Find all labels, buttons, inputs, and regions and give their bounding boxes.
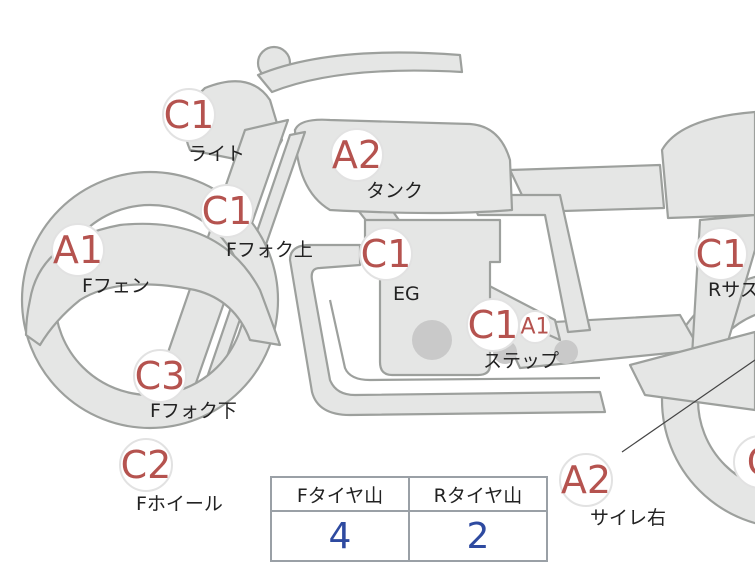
badge-muffler-right-code: A2 (561, 458, 611, 502)
badge-front-wheel-code: C2 (121, 443, 172, 487)
rear-tire-header: Rタイヤ山 (408, 476, 548, 512)
badge-light: C1 ライト (162, 88, 245, 165)
badge-step-secondary-code: A1 (520, 315, 549, 340)
badge-front-fender-label: Fフェン (82, 275, 150, 297)
badge-rear-suspension-code: C1 (696, 232, 747, 276)
badge-engine-label: EG (393, 283, 420, 305)
badge-rear-suspension: C1 Rサス (694, 227, 755, 301)
badge-front-fork-lower: C3 Fフォク下 (133, 349, 237, 422)
badge-light-code: C1 (164, 93, 215, 137)
front-tire-header: Fタイヤ山 (270, 476, 410, 512)
badge-rear-wheel: C (733, 435, 755, 489)
badge-engine: C1 EG (359, 227, 420, 305)
badge-front-fork-upper-code: C1 (202, 189, 253, 233)
badge-front-fork-lower-label: Fフォク下 (150, 400, 237, 422)
badge-tank-code: A2 (332, 133, 382, 177)
badge-tank: A2 タンク (330, 128, 423, 202)
badge-front-fork-upper: C1 Fフォク上 (200, 184, 313, 261)
badge-front-fork-lower-code: C3 (135, 354, 186, 398)
badge-muffler-right-label: サイレ右 (590, 507, 666, 529)
badge-rear-wheel-code: C (747, 440, 755, 484)
badge-front-wheel-label: Fホイール (136, 493, 223, 515)
badge-front-fork-upper-label: Fフォク上 (226, 239, 313, 261)
tire-tread-table: Fタイヤ山 Rタイヤ山 4 2 (270, 476, 548, 562)
badge-step: C1 ステップ (466, 298, 559, 372)
badge-step-secondary: A1 (518, 310, 552, 344)
badge-light-label: ライト (188, 143, 245, 165)
badge-muffler-right: A2 サイレ右 (559, 453, 666, 529)
badge-step-label: ステップ (483, 350, 559, 372)
badge-engine-code: C1 (361, 232, 412, 276)
badge-front-wheel: C2 Fホイール (119, 438, 223, 515)
front-tire-value: 4 (270, 510, 410, 562)
badge-front-fender: A1 Fフェン (51, 223, 150, 297)
badge-front-fender-code: A1 (53, 228, 103, 272)
badge-rear-suspension-label: Rサス (708, 279, 755, 301)
badge-tank-label: タンク (366, 180, 423, 202)
motorcycle-illustration (20, 45, 755, 525)
badge-step-code: C1 (468, 303, 519, 347)
rear-tire-value: 2 (408, 510, 548, 562)
